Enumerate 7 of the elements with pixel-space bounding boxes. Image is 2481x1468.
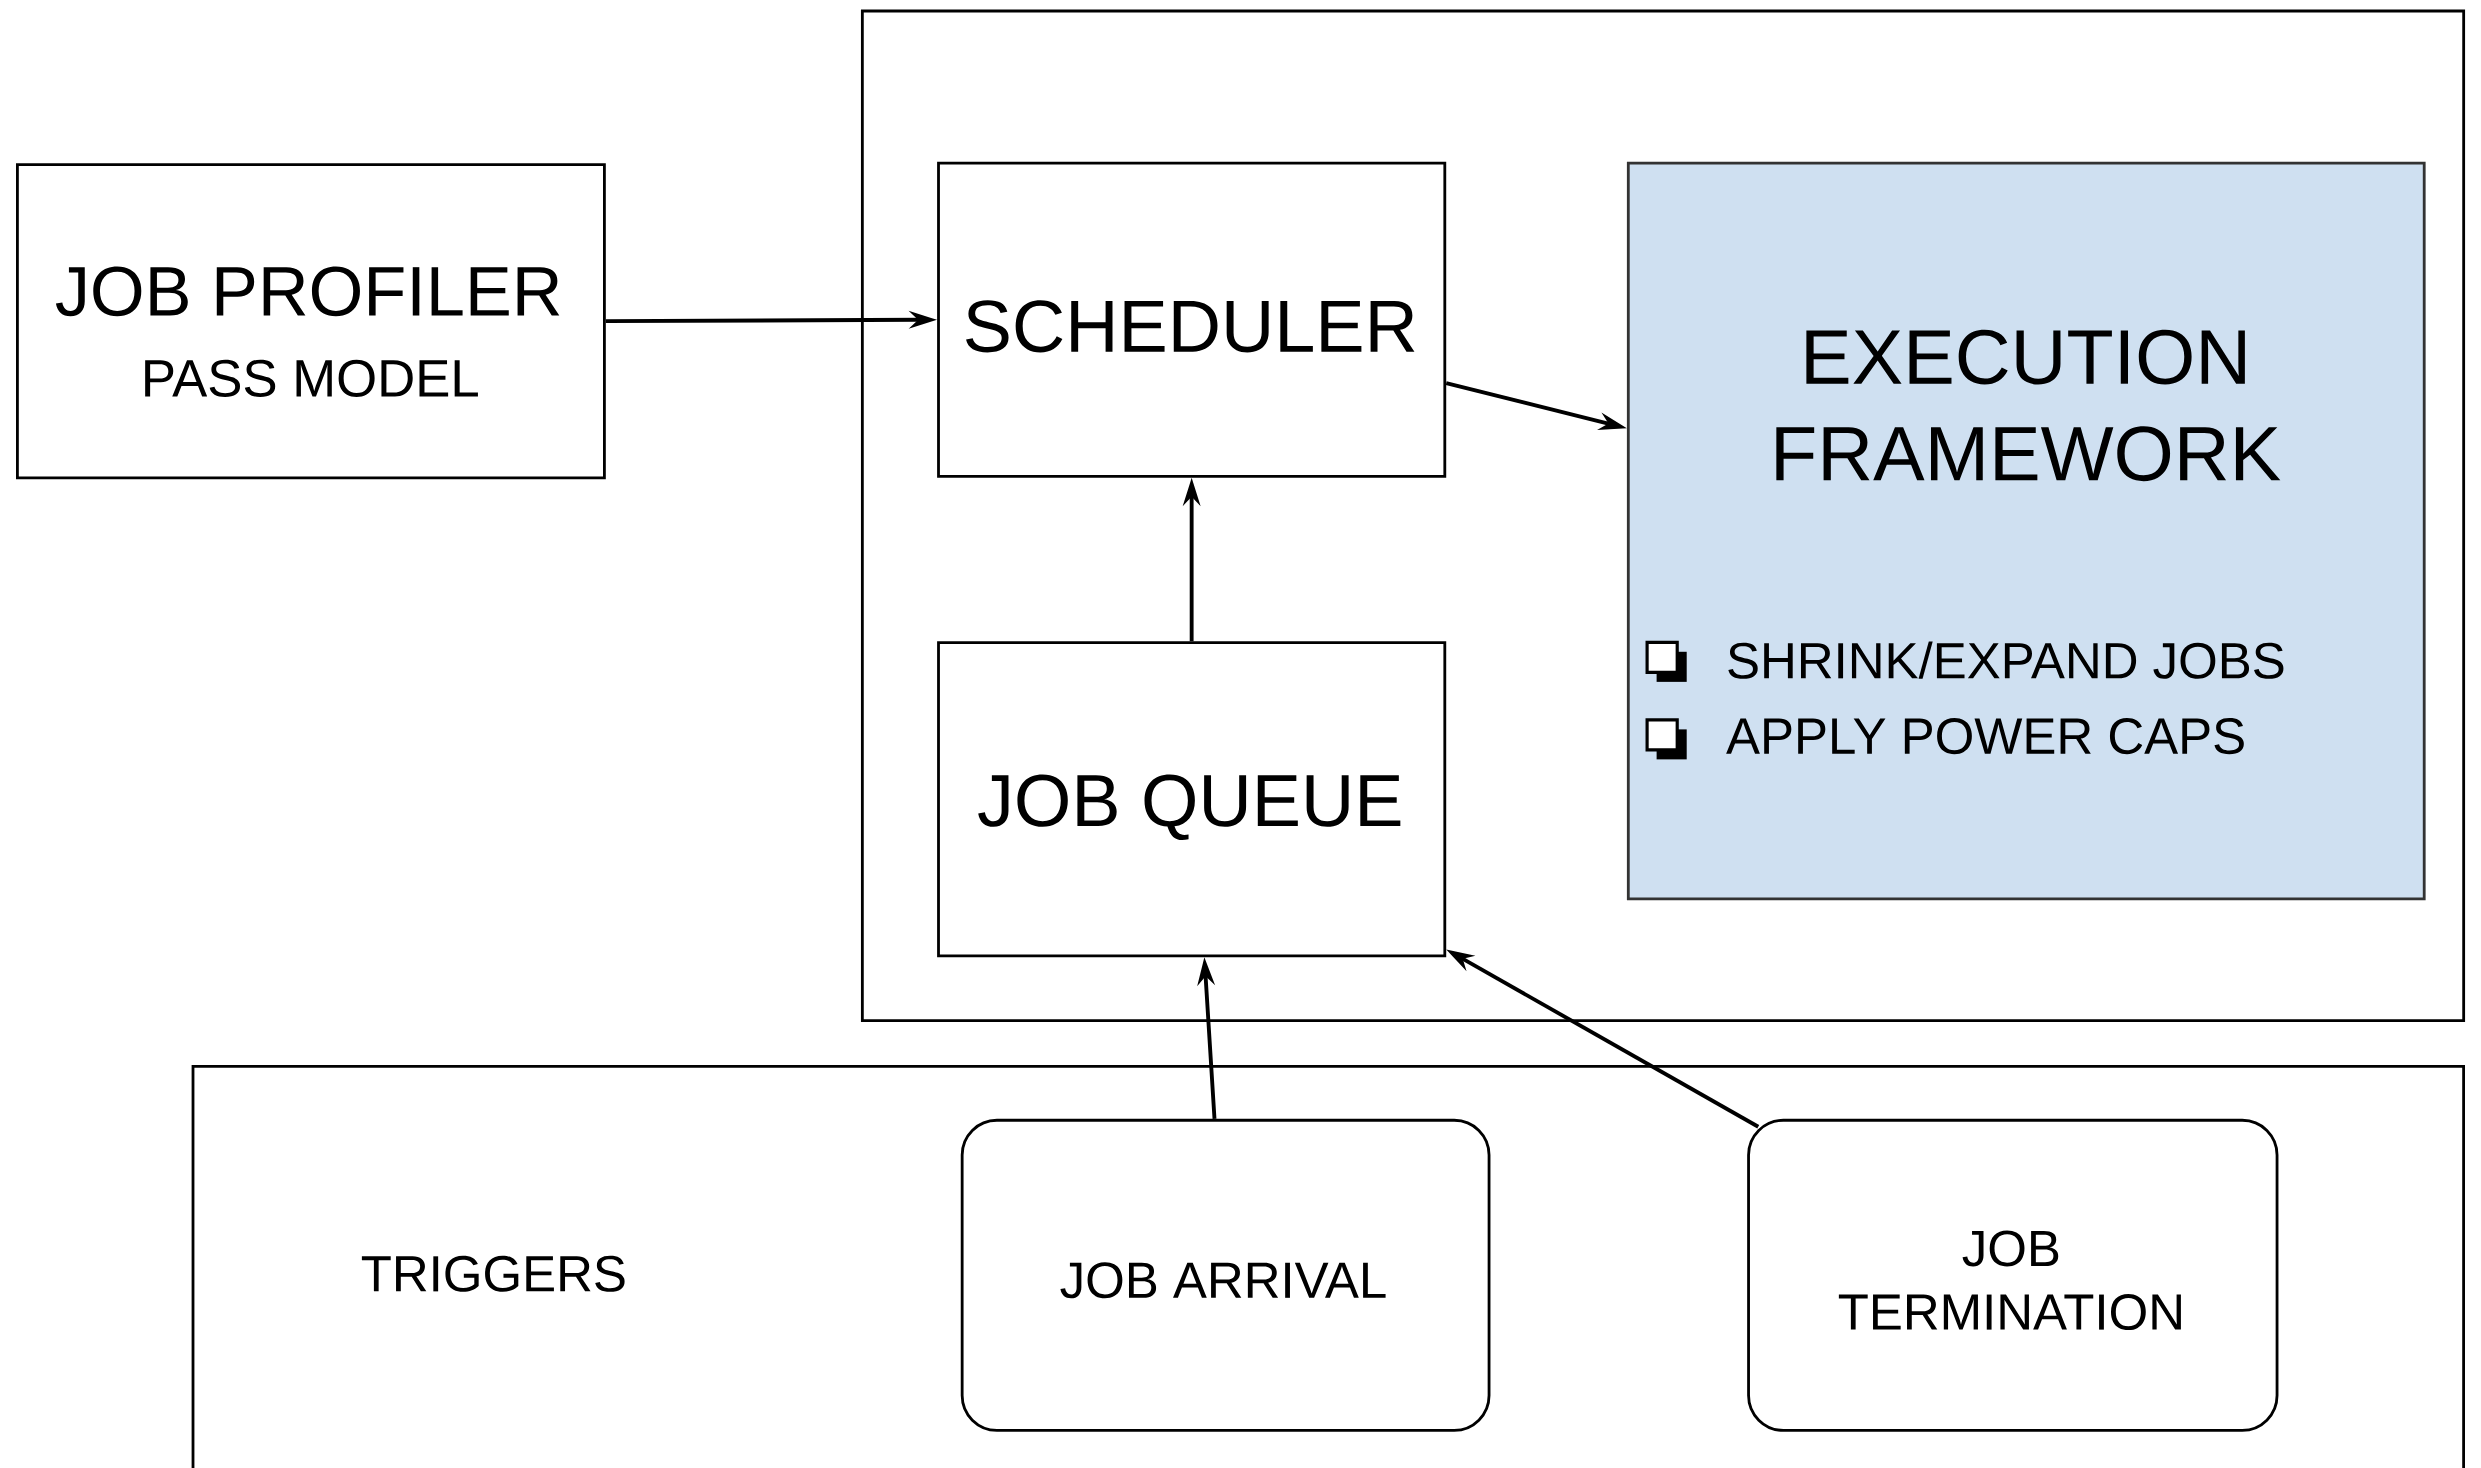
process-box: JOB PROFILER PASS MODEL bbox=[16, 163, 606, 480]
trigger-box: JOB ARRIVAL bbox=[960, 1118, 1491, 1432]
process-box: JOB QUEUE bbox=[937, 641, 1447, 958]
process-box: SCHEDULER bbox=[937, 161, 1447, 478]
trigger-box: JOB TERMINATION bbox=[1747, 1118, 2279, 1432]
framework-box: EXECUTION FRAMEWORK SHRINK/EXPAND JOBS APPLY POWER CAPS bbox=[1626, 161, 2426, 901]
container-box bbox=[860, 9, 2466, 1022]
